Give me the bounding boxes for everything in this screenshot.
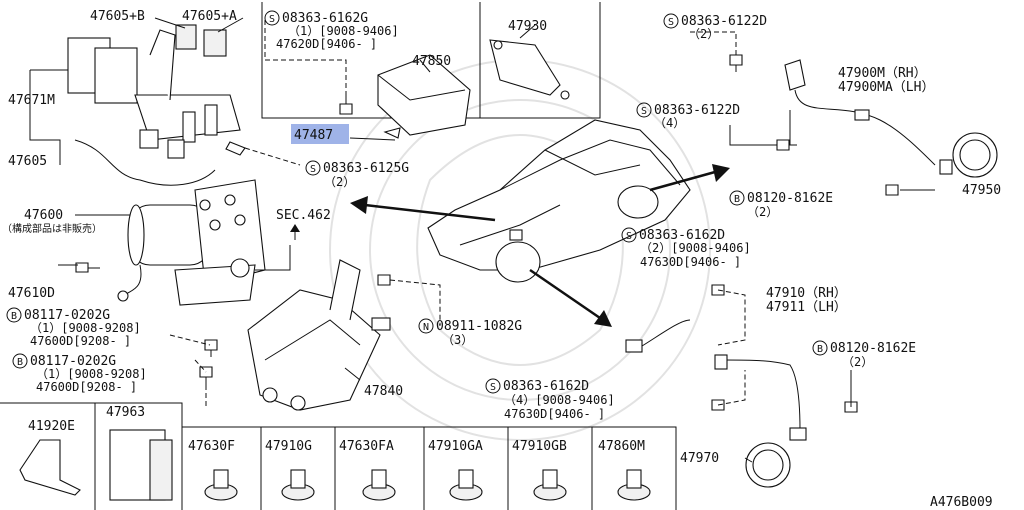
symbol-letters: S S S S B S B B N B S xyxy=(11,14,823,393)
label-47910ga: 47910GA xyxy=(428,439,483,454)
fasteners xyxy=(75,54,899,413)
front-wheel-sensor xyxy=(784,59,998,178)
screw-symbol: S xyxy=(310,164,316,175)
abs-relays xyxy=(67,24,241,186)
label-08363-6122d-a: 08363-6122D xyxy=(681,14,767,29)
callout-labels: 47605+B 47605+A 47671M 47605 47600 （構成部品… xyxy=(2,9,1001,510)
label-47605-b: 47605+B xyxy=(90,9,145,24)
label-47487: 47487 xyxy=(294,128,333,143)
label-08117-b-qty: （1）[9008-9208] xyxy=(36,367,147,381)
label-08363-6162d-a: 08363-6162D xyxy=(639,228,725,243)
label-08363-6125g: 08363-6125G xyxy=(323,161,409,176)
label-08120-8162e-a: 08120-8162E xyxy=(747,191,833,206)
label-47950: 47950 xyxy=(962,183,1001,198)
vehicle-outline xyxy=(427,119,691,283)
symbol-badges xyxy=(6,10,828,394)
label-47840: 47840 xyxy=(364,384,403,399)
label-47600-note: （構成部品は非販売） xyxy=(2,222,102,235)
label-41920e: 41920E xyxy=(28,419,75,434)
bolt-symbol: B xyxy=(17,357,23,368)
label-47910: 47910（RH） xyxy=(766,286,847,301)
direction-arrows xyxy=(290,164,730,327)
label-08117-b-alt: 47600D[9208- ] xyxy=(36,380,137,394)
label-47605-a: 47605+A xyxy=(182,9,237,24)
label-47970: 47970 xyxy=(680,451,719,466)
screw-symbol: S xyxy=(641,106,647,117)
label-08120-8162e-b: 08120-8162E xyxy=(830,341,916,356)
label-08911-1082g: 08911-1082G xyxy=(436,319,522,334)
diagram-code: A476B009 xyxy=(930,495,993,510)
label-47610d: 47610D xyxy=(8,286,55,301)
screw-symbol: S xyxy=(490,382,496,393)
bolt-symbol: B xyxy=(11,311,17,322)
label-08363-6162d-b: 08363-6162D xyxy=(503,379,589,394)
label-08117-a-alt: 47600D[9208- ] xyxy=(30,334,131,348)
label-08363-6122d-a-qty: （2） xyxy=(688,27,719,41)
label-08120-b-qty: （2） xyxy=(842,355,873,369)
label-08363-6162d-b-alt: 47630D[9406- ] xyxy=(504,407,605,421)
label-47600: 47600 xyxy=(24,208,63,223)
label-08363-6162g-alt: 47620D[9406- ] xyxy=(276,37,377,51)
label-47930: 47930 xyxy=(508,19,547,34)
label-08117-0202g-a: 08117-0202G xyxy=(24,308,110,323)
highlighted-part-47487 xyxy=(291,124,349,144)
label-08363-6122d-b-qty: （4） xyxy=(654,116,685,130)
label-47850: 47850 xyxy=(412,54,451,69)
label-47910g: 47910G xyxy=(265,439,312,454)
label-08117-a-qty: （1）[9008-9208] xyxy=(30,321,141,335)
abs-actuator xyxy=(117,179,266,306)
nut-symbol: N xyxy=(423,322,429,333)
label-08363-6125g-qty: （2） xyxy=(324,175,355,189)
screw-symbol: S xyxy=(269,14,275,25)
label-47605: 47605 xyxy=(8,154,47,169)
label-08120-a-qty: （2） xyxy=(747,205,778,219)
bolt-symbol: B xyxy=(817,344,823,355)
label-47671m: 47671M xyxy=(8,93,55,108)
label-47963: 47963 xyxy=(106,405,145,420)
label-08911-qty: （3） xyxy=(442,333,473,347)
label-47900m: 47900M（RH） xyxy=(838,66,927,81)
label-47900ma: 47900MA（LH） xyxy=(838,80,934,95)
label-08363-6162g: 08363-6162G xyxy=(282,11,368,26)
label-08363-6162g-qty: （1）[9008-9406] xyxy=(288,24,399,38)
screw-symbol: S xyxy=(668,17,674,28)
label-47910gb: 47910GB xyxy=(512,439,567,454)
label-47630f: 47630F xyxy=(188,439,235,454)
g-sensor xyxy=(377,39,570,136)
bolt-symbol: B xyxy=(734,194,740,205)
label-08363-6122d-b: 08363-6122D xyxy=(654,103,740,118)
clips-row xyxy=(204,469,651,501)
label-sec462: SEC.462 xyxy=(276,208,331,223)
label-08363-6162d-b-qty: （4）[9008-9406] xyxy=(504,393,615,407)
label-47860m: 47860M xyxy=(598,439,645,454)
small-brackets xyxy=(19,429,173,501)
rear-wheel-sensor xyxy=(625,319,807,488)
label-47630fa: 47630FA xyxy=(339,439,394,454)
screw-symbol: S xyxy=(626,231,632,242)
leader-lines xyxy=(29,17,935,463)
label-47911: 47911（LH） xyxy=(766,300,847,315)
label-08363-6162d-a-qty: （2）[9008-9406] xyxy=(640,241,751,255)
label-08117-0202g-b: 08117-0202G xyxy=(30,354,116,369)
label-08363-6162d-a-alt: 47630D[9406- ] xyxy=(640,255,741,269)
actuator-bracket xyxy=(247,259,391,411)
